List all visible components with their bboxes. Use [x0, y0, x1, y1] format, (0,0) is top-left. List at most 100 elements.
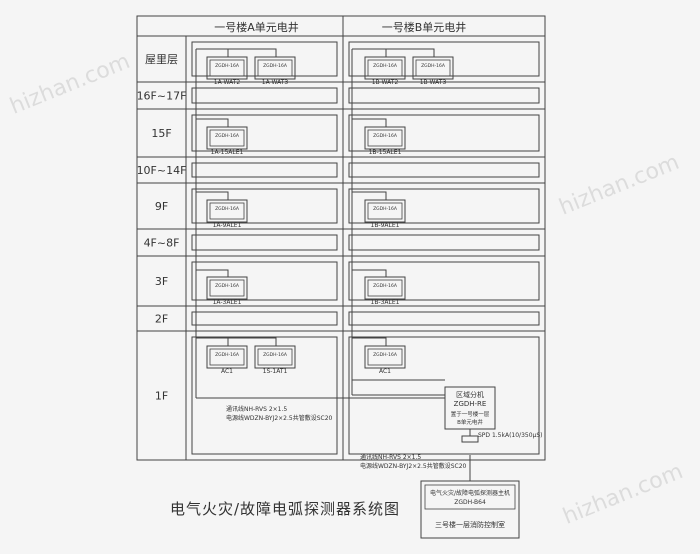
floor-label-2: 15F	[151, 127, 171, 140]
wire	[196, 48, 229, 57]
detector-inner	[209, 59, 245, 77]
diagram-title: 电气火灾/故障电弧探测器系统图	[170, 500, 400, 518]
detector-3f-b: ZGDH-16A 1B-3ALE1	[364, 276, 406, 306]
cable-a-power: 电源线WDZN-BYJ2×2.5共管敷设SC20	[226, 414, 333, 422]
detector-inner	[209, 202, 245, 220]
detector-outer	[364, 56, 406, 80]
detector-roof-b2: ZGDH-16A 1B-WAT3	[412, 56, 454, 86]
detector-inner	[367, 279, 403, 297]
cell-inner	[191, 311, 338, 326]
detector-outer	[364, 345, 406, 369]
detector-inner	[415, 59, 451, 77]
zone-box-title: 区域分机	[456, 390, 484, 399]
detector-outer	[364, 199, 406, 223]
floor-label-7: 2F	[155, 313, 168, 326]
detector-model: ZGDH-16A	[215, 352, 240, 358]
detector-roof-a2: ZGDH-16A 1A-WAT3	[254, 56, 296, 86]
host-model: ZGDH-B64	[454, 499, 486, 506]
detector-model: ZGDH-16A	[215, 133, 240, 139]
zone-box-model: ZGDH-RE	[454, 400, 487, 408]
detector-inner	[367, 59, 403, 77]
cable-b-power: 电源线WDZN-BYJ2×2.5共管敷设SC20	[360, 462, 467, 470]
floor-label-0: 屋里层	[145, 53, 178, 66]
cell-inner	[191, 114, 338, 152]
watermark: hizhan.com	[7, 49, 134, 120]
floor-label-3: 10F~14F	[137, 164, 187, 177]
cell-inner	[348, 87, 540, 104]
host-frame	[420, 480, 520, 539]
detector-model: ZGDH-16A	[421, 63, 446, 69]
cell-inner	[348, 41, 540, 77]
detector-inner	[209, 348, 245, 366]
detector-model: ZGDH-16A	[373, 206, 398, 212]
detector-inner	[367, 348, 403, 366]
detector-tag: 1A-3ALE1	[213, 299, 242, 306]
floor-label-5: 4F~8F	[144, 237, 180, 250]
cell-inner	[348, 336, 540, 455]
floor-label-8: 1F	[155, 390, 168, 403]
host-inner	[424, 484, 516, 510]
detector-inner	[209, 129, 245, 147]
detector-inner	[257, 59, 293, 77]
detector-tag: 1B-9ALE1	[371, 222, 400, 229]
detector-outer	[206, 345, 248, 369]
detector-outer	[206, 276, 248, 300]
unit-header-b: 一号楼B单元电井	[382, 20, 467, 34]
cell-inner	[191, 41, 338, 77]
detector-model: ZGDH-16A	[263, 63, 288, 69]
detector-3f-a: ZGDH-16A 1A-3ALE1	[206, 276, 248, 306]
spd-body	[461, 435, 479, 443]
wire	[196, 191, 229, 200]
detector-model: ZGDH-16A	[373, 352, 398, 358]
detector-outer	[206, 126, 248, 150]
wire	[196, 269, 229, 277]
detector-9f-b: ZGDH-16A 1B-9ALE1	[364, 199, 406, 229]
host-location: 三号楼一层消防控制室	[435, 520, 505, 529]
wire	[352, 191, 387, 200]
host-title: 电气火灾/故障电弧探测器主机	[430, 489, 510, 497]
wire	[228, 48, 277, 57]
detector-model: ZGDH-16A	[215, 206, 240, 212]
cell-inner	[191, 188, 338, 224]
host-box: 电气火灾/故障电弧探测器主机 ZGDH-B64 三号楼一层消防控制室	[420, 480, 520, 539]
wire	[352, 269, 387, 277]
detector-outer	[206, 199, 248, 223]
wire	[352, 118, 387, 127]
detector-tag: AC1	[379, 368, 391, 375]
detector-tag: 1S-1AT1	[263, 368, 288, 375]
detector-outer	[364, 276, 406, 300]
detector-tag: 1A-9ALE1	[213, 222, 242, 229]
detector-inner	[209, 279, 245, 297]
detector-tag: AC1	[221, 368, 233, 375]
detector-inner	[367, 129, 403, 147]
detector-outer	[254, 345, 296, 369]
detector-outer	[206, 56, 248, 80]
detector-1f-a1: ZGDH-16A AC1	[206, 345, 248, 375]
wire	[196, 118, 229, 127]
detector-tag: 1B-3ALE1	[371, 299, 400, 306]
device-boxes: ZGDH-16A1A-WAT2ZGDH-16A1A-WAT3ZGDH-16A1B…	[206, 56, 520, 539]
wire	[352, 48, 387, 57]
floor-label-6: 3F	[155, 275, 168, 288]
detector-model: ZGDH-16A	[215, 283, 240, 289]
detector-tag: 1B-WAT3	[420, 79, 447, 86]
labels: 一号楼A单元电井一号楼B单元电井屋里层16F~17F15F10F~14F9F4F…	[137, 20, 543, 470]
zone-box-note2: B单元电井	[457, 418, 483, 426]
detector-model: ZGDH-16A	[215, 63, 240, 69]
unit-header-a: 一号楼A单元电井	[214, 20, 299, 34]
cell-inner	[348, 162, 540, 178]
watermark: hizhan.com	[560, 459, 687, 530]
detector-model: ZGDH-16A	[373, 283, 398, 289]
cell-inner	[348, 311, 540, 326]
detector-tag: 1A-WAT3	[262, 79, 289, 86]
floor-label-4: 9F	[155, 200, 168, 213]
cable-b-comm: 通讯线NH-RVS 2×1.5	[360, 453, 421, 461]
cable-a-comm: 通讯线NH-RVS 2×1.5	[226, 405, 287, 413]
detector-tag: 1B-15ALE1	[369, 149, 402, 156]
spd-label: SPD 1.5kA(10/350μS)	[478, 432, 543, 439]
wire	[352, 337, 387, 346]
